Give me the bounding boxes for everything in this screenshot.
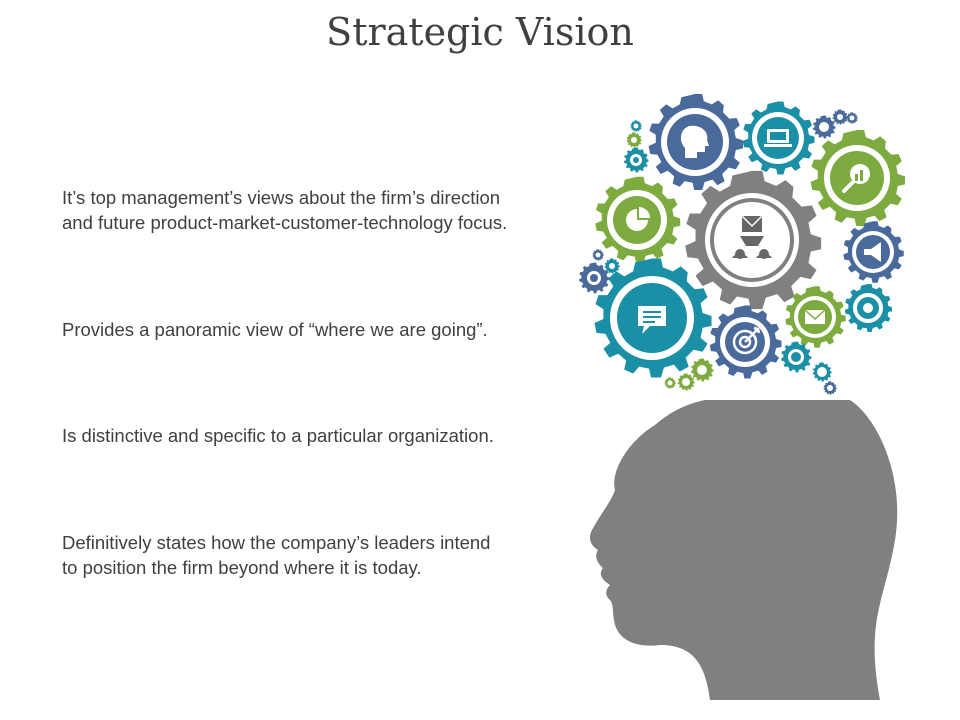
- magnifier-chart-icon: [842, 164, 870, 193]
- point-panoramic: Provides a panoramic view of “where we a…: [62, 319, 488, 340]
- small-gears: [579, 109, 858, 395]
- green-gear-magnifier: [810, 130, 905, 226]
- target-icon: [732, 326, 761, 355]
- person-head-icon: [680, 125, 709, 158]
- envelope-icon: [804, 309, 826, 324]
- hierarchy-icon: [732, 215, 772, 259]
- point-distinctive: Is distinctive and specific to a particu…: [62, 425, 494, 446]
- laptop-icon: [764, 129, 792, 147]
- point-position: Definitively states how the company’s le…: [62, 532, 491, 578]
- chat-icon: [638, 306, 666, 334]
- megaphone-icon: [864, 242, 881, 262]
- teal-gear-right: [844, 284, 892, 332]
- head-gears-illustration: [579, 94, 905, 700]
- head-silhouette: [590, 400, 898, 700]
- center-gear: [685, 170, 822, 310]
- navy-gear-person: [648, 94, 743, 190]
- slide-title: Strategic Vision: [326, 10, 634, 54]
- teal-gear-chat: [594, 258, 712, 378]
- point-direction: It’s top management’s views about the fi…: [62, 187, 508, 233]
- navy-gear-target: [709, 305, 782, 379]
- green-gear-pie: [595, 176, 681, 264]
- pie-chart-icon: [626, 207, 650, 231]
- navy-gear-megaphone: [843, 221, 904, 283]
- green-gear-envelope: [785, 286, 846, 348]
- teal-gear-laptop: [742, 101, 815, 175]
